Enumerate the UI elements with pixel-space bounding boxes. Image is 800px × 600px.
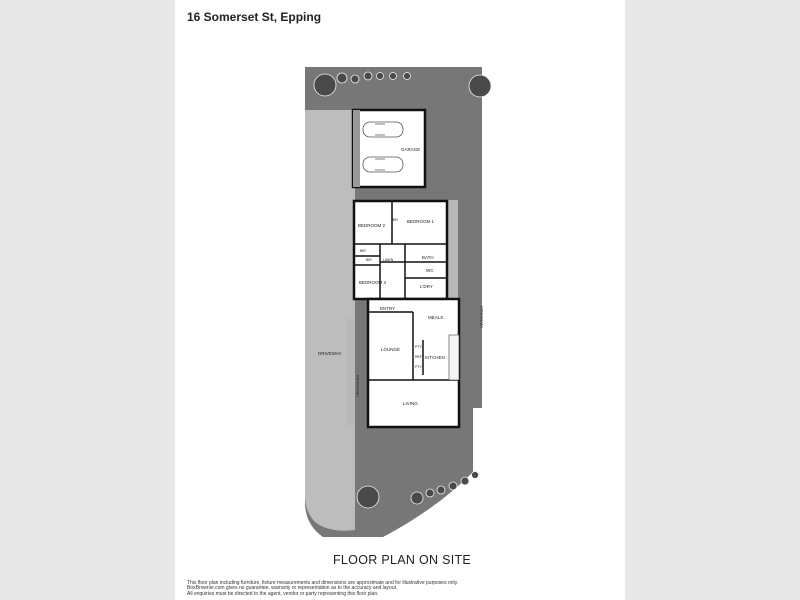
laundry-label: L'DRY <box>420 284 433 289</box>
linen-label: LINEN <box>383 258 394 262</box>
property-address: 16 Somerset St, Epping <box>187 10 322 24</box>
car-icon <box>362 121 404 173</box>
driveway <box>305 110 355 531</box>
wc-label: WC <box>426 268 434 273</box>
bedroom1-label: BEDROOM 1 <box>407 219 435 224</box>
bedroom3-label: BEDROOM 3 <box>359 280 387 285</box>
tree-icon <box>356 485 380 509</box>
floor-plan-drawing: GARAGE BEDROOM 2 BEDROOM 1 BIR BIR BIR L… <box>305 67 492 537</box>
bedroom2-label: BEDROOM 2 <box>358 223 386 228</box>
bir-label: BIR <box>392 218 398 222</box>
meals-label: MEALS <box>428 315 443 320</box>
disclaimer: This floor plan including furniture, fix… <box>187 580 617 597</box>
garage-room <box>351 108 427 189</box>
bath-label: BATH <box>422 255 434 260</box>
disclaimer-line: All enquiries must be directed to the ag… <box>187 590 379 597</box>
kitchen-label: KITCHEN <box>425 355 445 360</box>
bir-label: BIR <box>366 258 372 262</box>
verandah-west-label: VERANDAH <box>355 375 360 397</box>
trees <box>313 71 492 509</box>
garage-label: GARAGE <box>401 147 420 152</box>
fridge-label: REF <box>415 355 422 359</box>
tree-icon <box>468 74 492 98</box>
verandah-east-label: VERANDAH <box>479 306 484 328</box>
tree-icon <box>313 73 337 97</box>
driveway-label: DRIVEWAY <box>318 351 342 356</box>
pantry-label: PTY <box>415 345 422 349</box>
disclaimer-line: BoxBrownie.com gives no guarantee, warra… <box>187 585 398 592</box>
floor-plan-sheet: 16 Somerset St, Epping <box>175 0 625 600</box>
bir-label: BIR <box>360 249 366 253</box>
floor-plan-title: FLOOR PLAN ON SITE <box>333 553 472 567</box>
entry-label: ENTRY <box>380 306 395 311</box>
lounge-label: LOUNGE <box>381 347 400 352</box>
living-label: LIVING <box>403 401 418 406</box>
disclaimer-line: This floor plan including furniture, fix… <box>187 580 459 586</box>
pantry-label: PTY <box>415 365 422 369</box>
house-north-wing <box>352 199 449 301</box>
